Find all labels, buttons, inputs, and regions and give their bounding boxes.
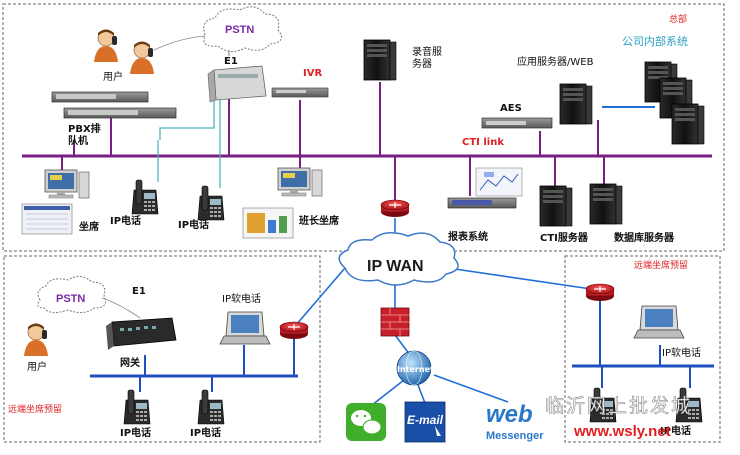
pstn-remote-label: PSTN bbox=[56, 293, 85, 305]
recording-server-label-1: 录音服 bbox=[412, 45, 442, 58]
pstn-cloud-remote: PSTN bbox=[37, 276, 107, 314]
email-label: E-mail bbox=[407, 413, 444, 427]
supervisor-workstation bbox=[242, 167, 323, 239]
pbx-label-1: PBX排 bbox=[68, 122, 101, 135]
hq-router bbox=[380, 199, 410, 218]
remote-left-ip-phone-2 bbox=[197, 389, 225, 425]
ip-phone-hq-2 bbox=[197, 185, 225, 221]
cti-server bbox=[539, 185, 573, 227]
hq-title: 总部 bbox=[669, 13, 687, 25]
recording-server bbox=[363, 39, 397, 81]
headquarters-region bbox=[2, 3, 725, 252]
pbx-rack-units bbox=[51, 91, 177, 119]
pbx-switch-device bbox=[207, 65, 267, 103]
phone-links bbox=[157, 98, 221, 188]
gateway-label: 网关 bbox=[120, 356, 140, 369]
agent-workstation bbox=[21, 169, 90, 235]
wan-links bbox=[295, 218, 599, 406]
e1-remote-label: E1 bbox=[132, 286, 146, 297]
gateway-device bbox=[106, 317, 177, 350]
remote-user bbox=[23, 323, 49, 357]
web-label: web bbox=[486, 401, 533, 428]
wechat-icon bbox=[346, 403, 386, 441]
remote-left-ip-phone-1 bbox=[123, 389, 151, 425]
ip-wan-label: IP WAN bbox=[367, 258, 424, 275]
ip-phone-hq-2-label: IP电话 bbox=[178, 218, 209, 231]
remote-right-laptop bbox=[633, 305, 685, 339]
email-icon: E-mail bbox=[404, 401, 446, 443]
cti-server-label: CTI服务器 bbox=[540, 231, 589, 244]
report-system-label: 报表系统 bbox=[448, 230, 488, 243]
web-messenger-logo: web Messenger bbox=[486, 401, 544, 442]
pstn-hq-label: PSTN bbox=[225, 24, 254, 36]
remote-left-drops bbox=[139, 338, 295, 392]
remote-right-ip-phone-label: IP电话 bbox=[660, 424, 691, 437]
cti-link-label: CTI link bbox=[462, 137, 504, 148]
pbx-label-2: 队机 bbox=[68, 134, 88, 147]
remote-left-softphone-label: IP软电话 bbox=[222, 292, 261, 305]
ivr-device bbox=[271, 87, 329, 98]
remote-right-drops bbox=[599, 300, 691, 388]
ivr-label: IVR bbox=[303, 68, 322, 79]
remote-left-ip-phone-2-label: IP电话 bbox=[190, 426, 221, 439]
agent-label: 坐席 bbox=[79, 220, 99, 233]
remote-left-title: 远端坐席预留 bbox=[8, 403, 62, 415]
database-server bbox=[589, 183, 623, 225]
aes-device bbox=[481, 117, 553, 129]
users-group: 用户 bbox=[93, 29, 155, 83]
remote-right-region bbox=[564, 255, 721, 443]
remote-left-region bbox=[3, 255, 321, 443]
users-label: 用户 bbox=[103, 70, 123, 83]
app-server-label: 应用服务器/WEB bbox=[517, 55, 594, 68]
remote-left-laptop bbox=[219, 311, 271, 345]
supervisor-label: 班长坐席 bbox=[299, 214, 339, 227]
messenger-label: Messenger bbox=[486, 430, 544, 442]
aes-label: AES bbox=[500, 103, 522, 114]
remote-left-ip-phone-1-label: IP电话 bbox=[120, 426, 151, 439]
remote-right-router bbox=[585, 283, 615, 302]
internet-globe-icon: Internet bbox=[396, 350, 434, 386]
ip-wan-cloud: IP WAN bbox=[338, 232, 459, 286]
recording-server-label-2: 务器 bbox=[412, 57, 432, 70]
db-server-label: 数据库服务器 bbox=[614, 231, 675, 244]
firewall-icon bbox=[380, 307, 410, 337]
watermark-name: 临沂网上批发城 bbox=[545, 395, 692, 417]
internet-label: Internet bbox=[397, 365, 434, 374]
watermark-url: www.wsly.net bbox=[573, 423, 671, 440]
report-system bbox=[447, 167, 523, 209]
remote-user-label: 用户 bbox=[27, 360, 47, 373]
remote-right-softphone-label: IP软电话 bbox=[662, 346, 701, 359]
internal-system-label: 公司内部系统 bbox=[622, 34, 688, 48]
remote-right-title: 远端坐席预留 bbox=[634, 259, 688, 271]
ip-phone-hq-1 bbox=[131, 179, 159, 215]
hq-drops bbox=[61, 82, 605, 200]
ip-phone-hq-1-label: IP电话 bbox=[110, 214, 141, 227]
app-web-servers bbox=[559, 61, 705, 145]
pstn-cloud-hq: PSTN bbox=[203, 6, 283, 52]
e1-hq-label: E1 bbox=[224, 56, 238, 67]
remote-left-router bbox=[279, 321, 309, 340]
